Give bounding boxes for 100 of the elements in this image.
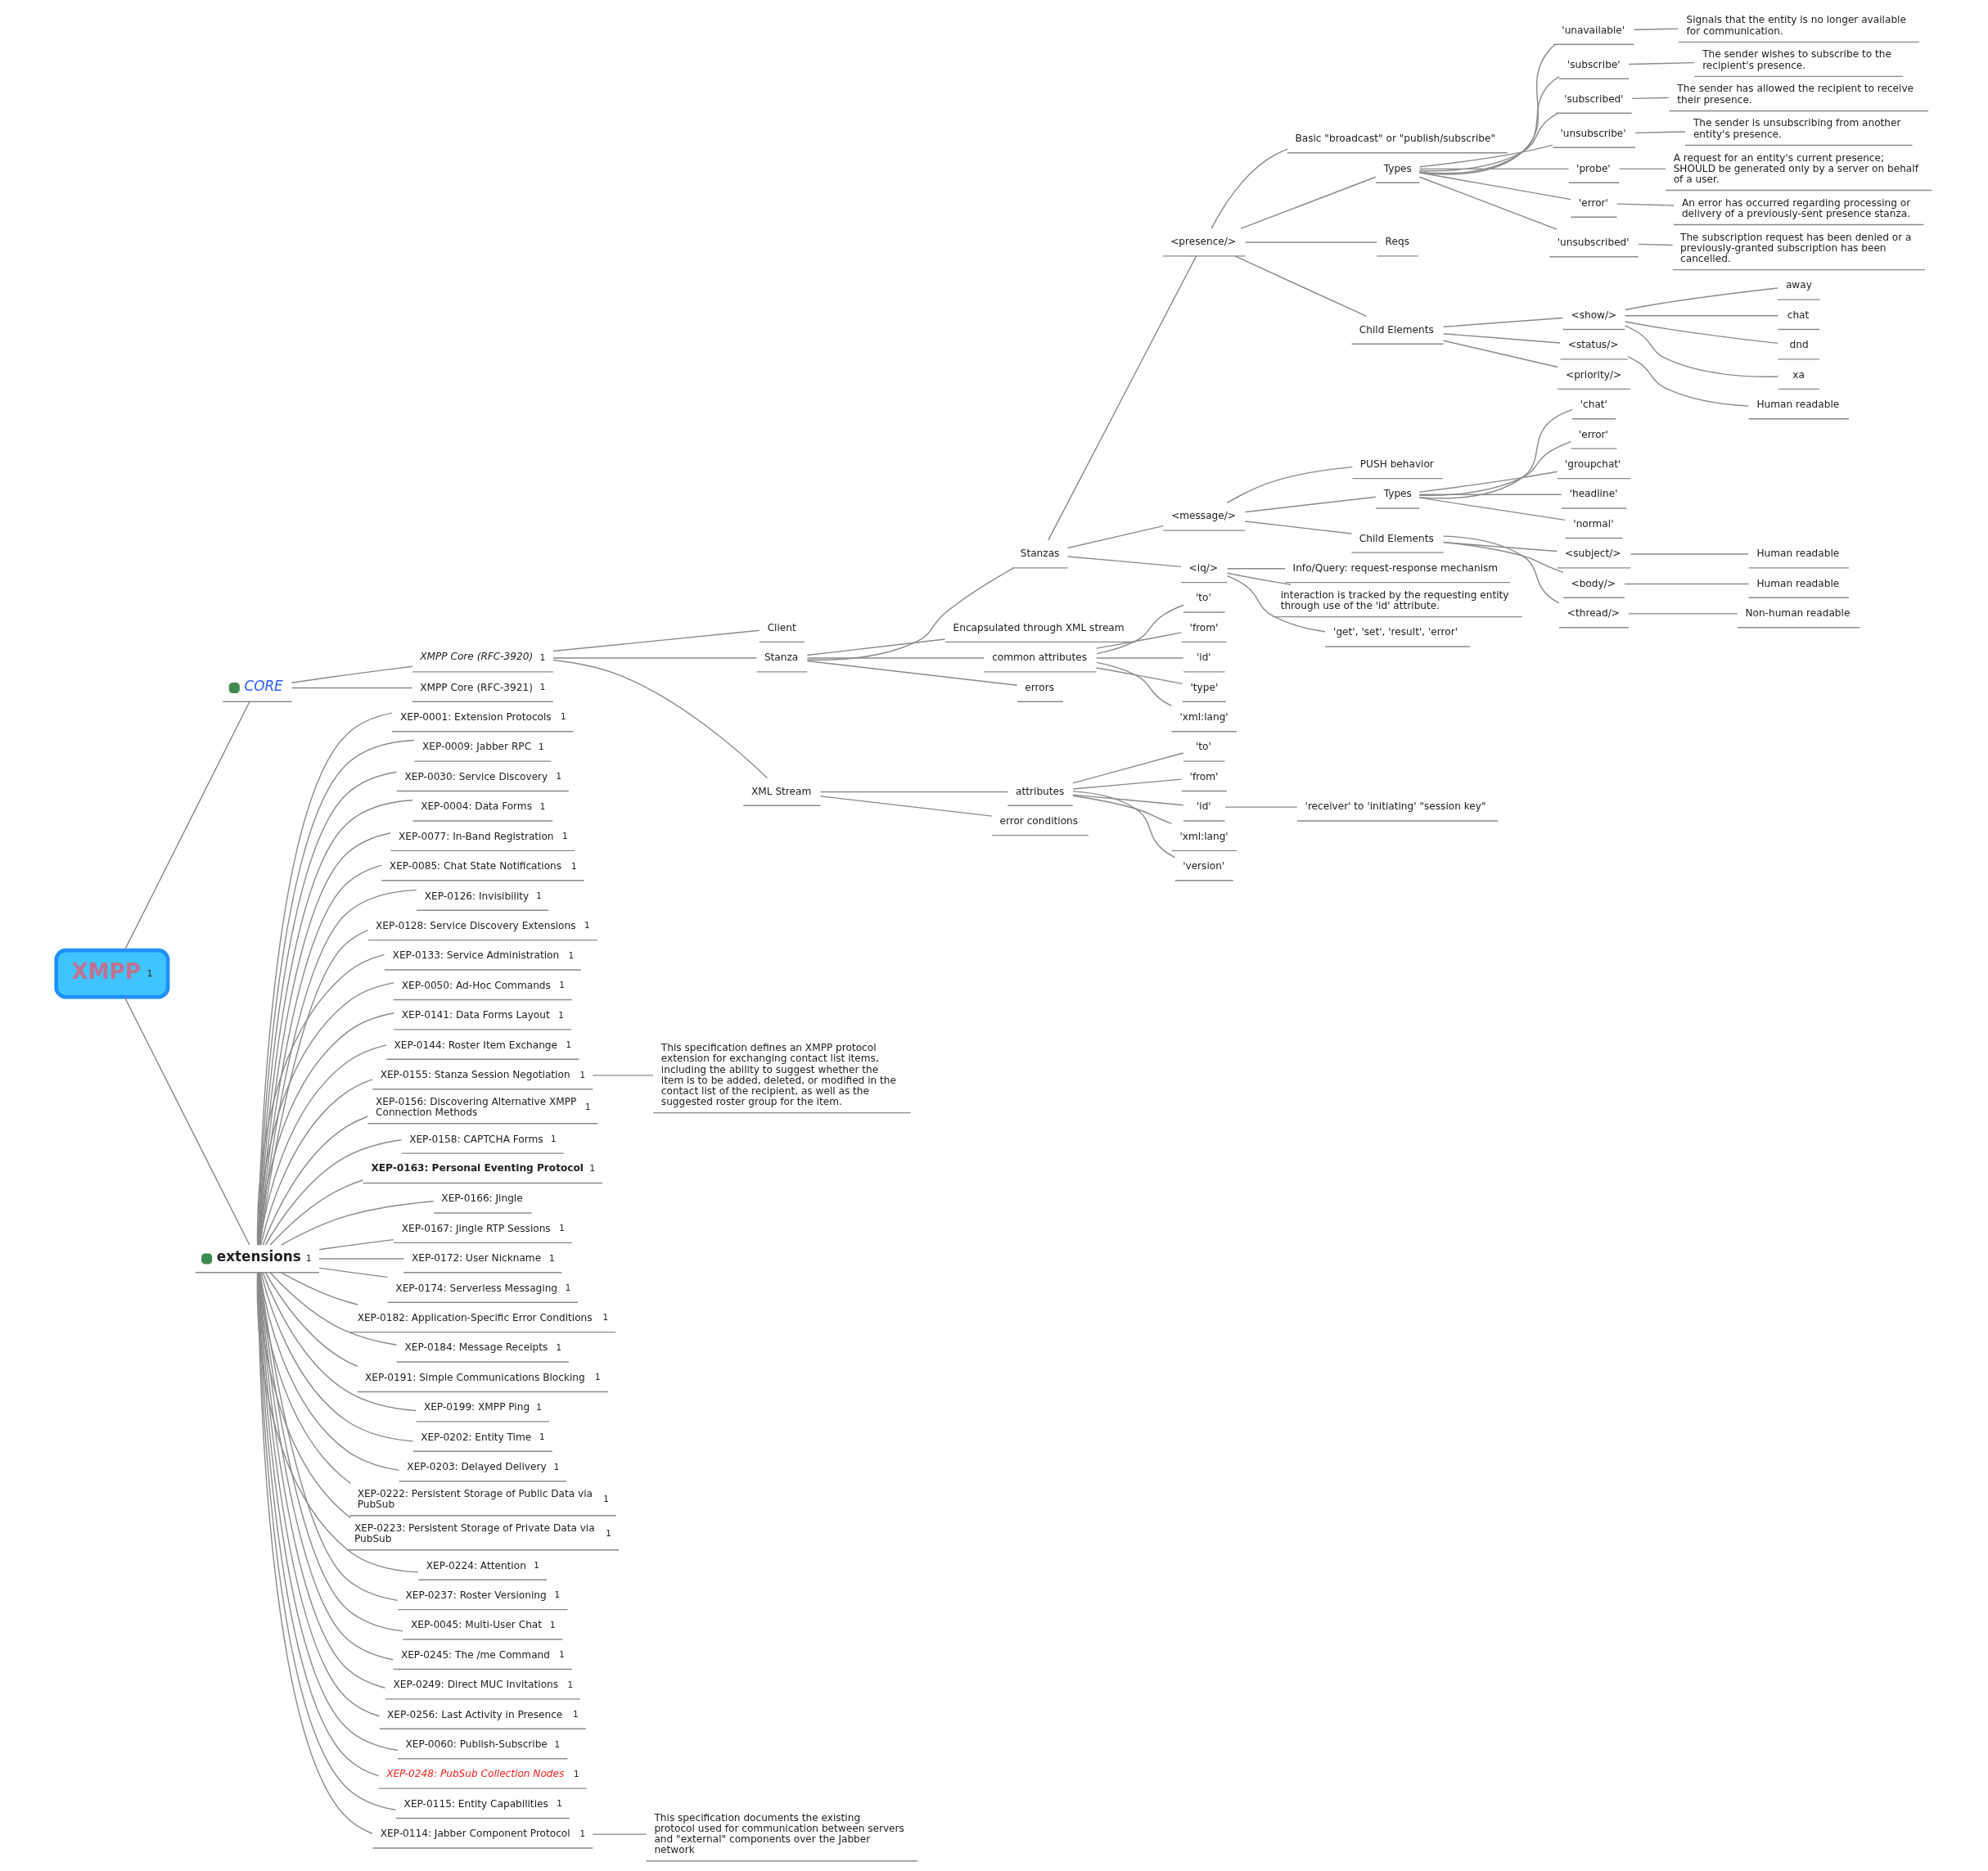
connector bbox=[1630, 553, 1750, 555]
node-text: away bbox=[1785, 279, 1812, 291]
connector bbox=[291, 665, 413, 683]
node-text: <body/> bbox=[1571, 577, 1616, 589]
connector bbox=[1633, 28, 1679, 30]
node-text: Human readable bbox=[1756, 577, 1840, 589]
node-text: XEP-0141: Data Forms Layout 1 bbox=[401, 1009, 564, 1021]
node-text: XEP-0045: Multi-User Chat 1 bbox=[411, 1619, 556, 1631]
connector bbox=[318, 1238, 394, 1251]
connector bbox=[1244, 496, 1377, 513]
node-text: XEP-0004: Data Forms 1 bbox=[421, 800, 546, 813]
connector bbox=[1418, 494, 1562, 495]
connector bbox=[1244, 521, 1353, 534]
node-box: XMPP 1 bbox=[54, 948, 170, 999]
node-text: 'from' bbox=[1189, 621, 1219, 633]
node-text: PUSH behavior bbox=[1359, 458, 1434, 470]
node-text: 'chat' bbox=[1580, 399, 1607, 411]
connector bbox=[1443, 317, 1564, 327]
node-text: This specification documents the existing protocol used for communication between servers and "external" components over the Jabber network bbox=[654, 1811, 904, 1855]
node-text: XEP-0155: Stanza Session Negotiation 1 bbox=[380, 1069, 585, 1081]
node-text: XEP-0249: Direct MUC Invitations 1 bbox=[393, 1679, 573, 1691]
node-text: XEP-0133: Service Administration 1 bbox=[392, 949, 574, 962]
node-text: XEP-0050: Ad-Hoc Commands 1 bbox=[401, 979, 565, 991]
node-text: <message/> bbox=[1171, 510, 1237, 522]
connector bbox=[1245, 241, 1377, 243]
node-text: Non-human readable bbox=[1745, 607, 1851, 620]
node-text: Reqs bbox=[1385, 236, 1409, 248]
connector bbox=[256, 954, 385, 1246]
connector bbox=[269, 1272, 398, 1346]
connector bbox=[1096, 661, 1173, 707]
connector bbox=[1631, 97, 1670, 100]
connector bbox=[1072, 791, 1176, 859]
connector bbox=[552, 657, 758, 659]
node-text: XEP-0237: Roster Versioning 1 bbox=[405, 1589, 561, 1601]
connector bbox=[1418, 176, 1557, 230]
node-text: attributes bbox=[1016, 785, 1065, 797]
node-text: XEP-0077: In-Band Registration 1 bbox=[399, 830, 568, 842]
node-text: Human readable bbox=[1756, 399, 1840, 411]
node-text: Human readable bbox=[1756, 548, 1840, 560]
connector bbox=[1628, 613, 1738, 615]
connector bbox=[1628, 61, 1695, 65]
node-text: 'unavailable' bbox=[1562, 24, 1625, 36]
connector bbox=[1418, 112, 1558, 172]
node-text: 'xml:lang' bbox=[1179, 711, 1228, 724]
connector bbox=[1418, 76, 1560, 174]
connector bbox=[280, 1201, 435, 1246]
node-text: XEP-0001: Extension Protocols 1 bbox=[399, 711, 566, 724]
node-text: XEP-0202: Entity Time 1 bbox=[421, 1431, 545, 1443]
connector bbox=[806, 657, 985, 659]
node-text: XEP-0199: XMPP Ping 1 bbox=[423, 1401, 542, 1413]
connector bbox=[262, 1116, 368, 1246]
node-text: An error has occurred regarding processing or delivery of a previously-sent presence stanza. bbox=[1681, 196, 1911, 219]
connector bbox=[1240, 176, 1377, 229]
node-text: XEP-0174: Serverless Messaging 1 bbox=[395, 1282, 571, 1294]
connector bbox=[1616, 203, 1675, 206]
connector bbox=[1443, 333, 1561, 344]
node-text: The subscription request has been denied or a previously-granted subscription has been cancelled. bbox=[1680, 231, 1912, 264]
node-text: Client bbox=[767, 621, 796, 633]
node-text: XEP-0009: Jabber RPC 1 bbox=[422, 741, 544, 753]
connector bbox=[264, 1272, 358, 1367]
node-text: 'receiver' to 'initiating' "session key" bbox=[1305, 800, 1486, 813]
node-text: 'from' bbox=[1189, 770, 1219, 782]
connector bbox=[1048, 255, 1197, 541]
connector bbox=[1418, 172, 1571, 201]
connector bbox=[1618, 168, 1666, 170]
node-text: XEP-0166: Jingle bbox=[441, 1192, 523, 1205]
node-text: 'probe' bbox=[1576, 162, 1611, 174]
node-text: Stanzas bbox=[1020, 548, 1060, 560]
node-text: XEP-0203: Delayed Delivery 1 bbox=[407, 1461, 560, 1473]
connector bbox=[1224, 806, 1298, 808]
connector bbox=[260, 1079, 373, 1246]
connector bbox=[1418, 168, 1570, 170]
connector bbox=[552, 659, 769, 779]
connector bbox=[1072, 778, 1183, 790]
connector bbox=[1418, 471, 1558, 493]
connector bbox=[1443, 541, 1564, 574]
node-text: Stanza bbox=[764, 651, 799, 664]
connector bbox=[1096, 604, 1184, 655]
connector bbox=[1072, 794, 1184, 806]
node-text: XEP-0256: Last Activity in Presence 1 bbox=[387, 1708, 579, 1720]
node-text: XML Stream bbox=[751, 785, 812, 797]
connector bbox=[264, 1139, 403, 1246]
node-text: 'id' bbox=[1196, 800, 1211, 813]
node-text: 'type' bbox=[1190, 681, 1219, 693]
connector bbox=[806, 638, 946, 656]
node-text: The sender has allowed the recipient to receive their presence. bbox=[1677, 83, 1914, 106]
node-text: <subject/> bbox=[1565, 548, 1621, 560]
node-text: XMPP Core (RFC-3920) 1 bbox=[420, 651, 546, 663]
connector bbox=[269, 1179, 364, 1246]
connector bbox=[259, 1272, 400, 1472]
node-text: 'error' bbox=[1578, 196, 1608, 209]
node-text: XEP-0156: Discovering Alternative XMPP Connection Methods 1 bbox=[376, 1095, 591, 1118]
node-text: 'headline' bbox=[1569, 488, 1618, 500]
connector bbox=[806, 660, 1018, 686]
node-text: Child Elements bbox=[1359, 323, 1434, 336]
node-text: errors bbox=[1025, 681, 1054, 693]
connector bbox=[262, 1272, 417, 1412]
node-text: This specification defines an XMPP protocol extension for exchanging contact list items, including the ability to suggest whether the item is to be added, deleted, or modified in the contact list of the recipient, as well as the suggested roster group for the item. bbox=[660, 1042, 896, 1107]
node-text: 'get', 'set', 'result', 'error' bbox=[1333, 626, 1458, 638]
connector bbox=[1443, 340, 1558, 368]
